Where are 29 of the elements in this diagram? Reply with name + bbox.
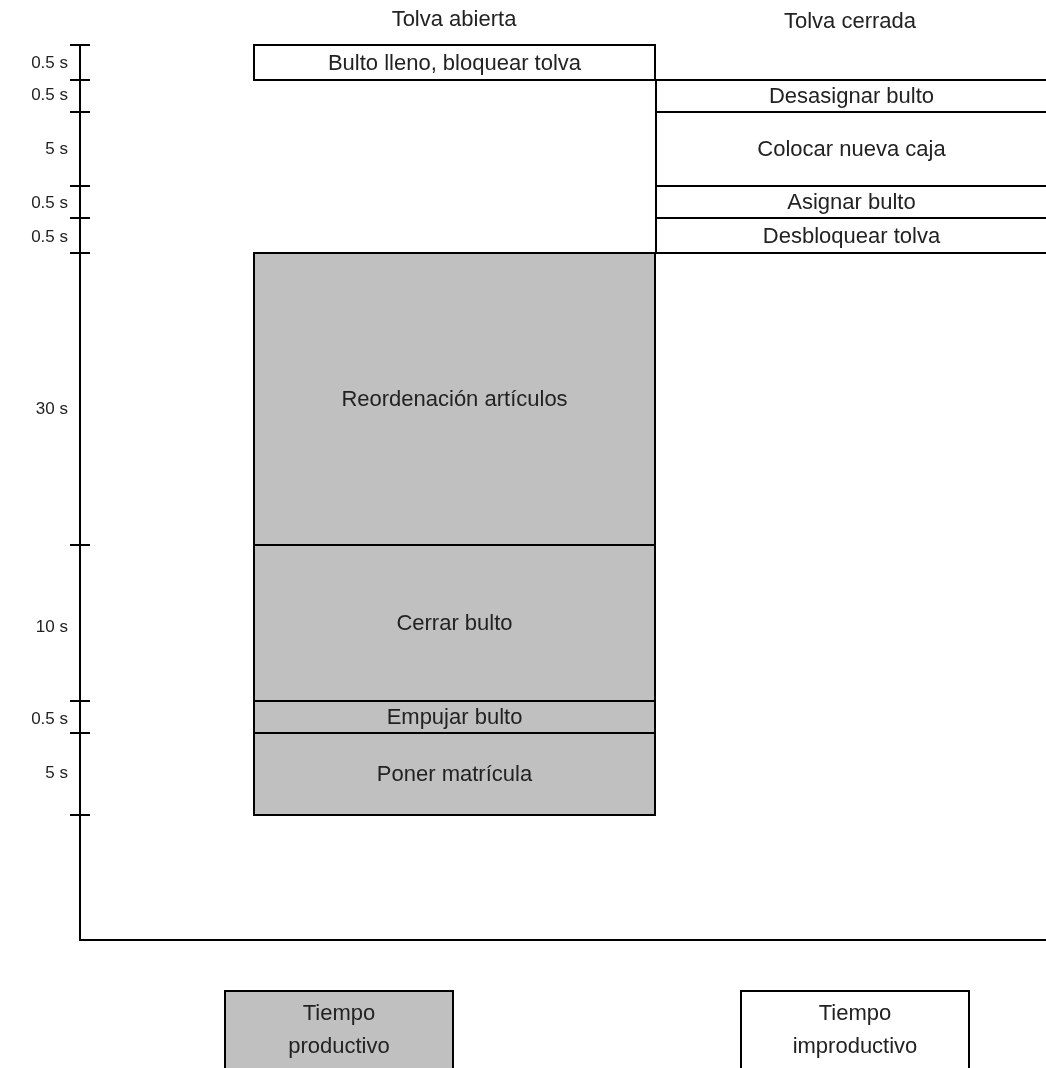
duration-label: 0.5 s [30,226,68,248]
task-label: Reordenación artículos [341,385,568,413]
task-block [253,700,656,734]
column-heading: Tolva cerrada [782,7,918,35]
duration-label: 5 s [44,762,68,784]
duration-label: 0.5 s [30,192,68,214]
duration-label: 5 s [44,138,68,160]
legend-label: Tiempo improductivo [791,999,919,1060]
duration-label: 30 s [34,398,68,420]
duration-label: 0.5 s [30,52,68,74]
task-label: Colocar nueva caja [757,135,946,163]
duration-label: 10 s [34,616,68,638]
task-block [655,217,1046,254]
task-label: Empujar bulto [386,703,523,731]
task-block [253,44,656,81]
task-label: Asignar bulto [787,188,916,216]
task-block [253,252,656,546]
duration-label: 0.5 s [30,84,68,106]
column-heading: Tolva abierta [390,5,518,33]
task-block [253,544,656,702]
legend-label: Tiempo productivo [287,999,391,1060]
duration-label: 0.5 s [30,708,68,730]
task-block [253,732,656,816]
task-label: Poner matrícula [376,760,533,788]
task-label: Bulto lleno, bloquear tolva [327,48,582,77]
task-label: Desbloquear tolva [762,221,941,250]
task-label: Desasignar bulto [768,82,935,110]
task-label: Cerrar bulto [396,609,513,637]
task-block [655,79,1046,113]
